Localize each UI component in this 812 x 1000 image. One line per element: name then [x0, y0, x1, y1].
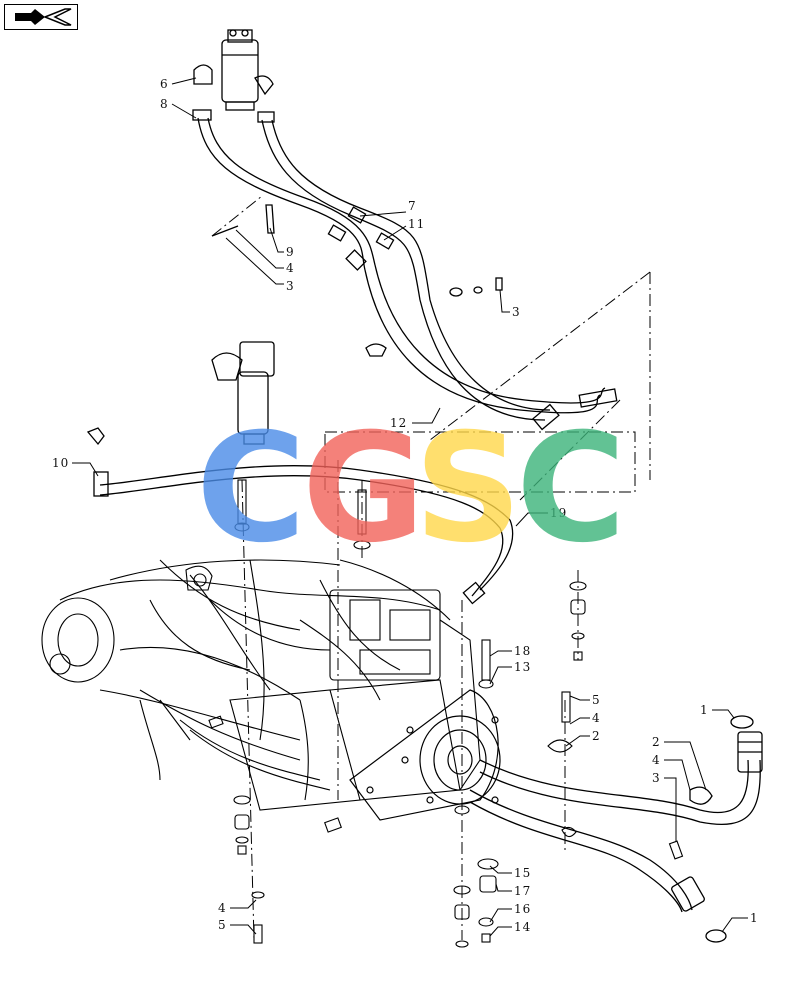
- callout-1: 1: [700, 703, 709, 717]
- watermark: C G S C: [196, 402, 626, 576]
- guide-lines: [211, 195, 651, 941]
- watermark-letter: C: [516, 402, 626, 576]
- callout-11: 11: [408, 217, 425, 231]
- callout-labels: 6 8 7 11 9 4 3 3 12 10 19 18 13 5 4 2 1 …: [52, 77, 759, 934]
- leader-lines: [72, 77, 748, 937]
- callout-6: 6: [160, 77, 169, 91]
- callout-5: 5: [218, 918, 227, 932]
- callout-13: 13: [514, 660, 531, 674]
- callout-15: 15: [514, 866, 531, 880]
- callout-3: 3: [512, 305, 521, 319]
- watermark-letter: C: [196, 402, 306, 576]
- upper-filter: [193, 29, 274, 111]
- callout-7: 7: [408, 199, 417, 213]
- callout-2: 2: [592, 729, 601, 743]
- callout-2: 2: [652, 735, 661, 749]
- callout-19: 19: [550, 506, 567, 520]
- back-arrow-icon: [15, 8, 72, 26]
- callout-14: 14: [514, 920, 531, 934]
- callout-10: 10: [52, 456, 69, 470]
- hose-1: [469, 715, 763, 943]
- callout-16: 16: [514, 902, 531, 916]
- callout-5: 5: [592, 693, 601, 707]
- callout-3: 3: [286, 279, 295, 293]
- callout-17: 17: [514, 884, 531, 898]
- callout-3: 3: [652, 771, 661, 785]
- callout-9: 9: [286, 245, 295, 259]
- hose-10-19: [93, 465, 514, 605]
- callout-4: 4: [286, 261, 295, 275]
- upper-hoses: [192, 109, 618, 431]
- callout-12: 12: [390, 416, 407, 430]
- fastener-stacks: [208, 479, 684, 948]
- drive-plate: [349, 689, 501, 821]
- watermark-letter: G: [302, 402, 425, 576]
- callout-8: 8: [160, 97, 169, 111]
- nav-back-button[interactable]: [4, 4, 78, 30]
- middle-filter: [86, 341, 275, 446]
- callout-1: 1: [750, 911, 759, 925]
- callout-4: 4: [652, 753, 661, 767]
- callout-4: 4: [218, 901, 227, 915]
- callout-18: 18: [514, 644, 531, 658]
- watermark-letter: S: [414, 402, 522, 576]
- callout-4: 4: [592, 711, 601, 725]
- transmission-assembly: [41, 559, 481, 811]
